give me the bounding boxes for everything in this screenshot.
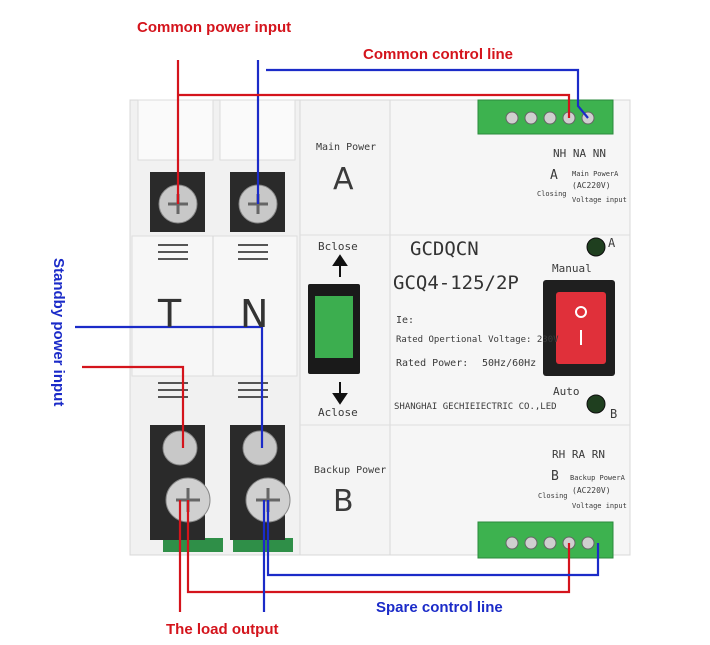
pole-label-n: N	[240, 292, 269, 336]
brand-name: GCDQCN	[410, 238, 479, 260]
backup-power-a-spec: Backup PowerA	[570, 474, 625, 482]
closing-a-letter: A	[550, 168, 558, 183]
closing-a-text: Closing	[537, 190, 567, 198]
main-power-label: Main Power	[316, 142, 377, 153]
wire-control-top-blue	[266, 68, 589, 119]
pole-label-t: T	[158, 292, 182, 336]
wire-standby-blue	[75, 325, 264, 448]
led-b-label: B	[610, 407, 618, 421]
direction-arrows	[332, 254, 348, 405]
main-power-voltage: (AC220V)	[572, 181, 611, 190]
label-load-output: The load output	[166, 621, 279, 638]
wire-spare-blue	[266, 500, 600, 577]
led-a	[586, 237, 606, 257]
rated-power-label: Rated Power:	[396, 358, 469, 369]
ie-label: Ie:	[396, 315, 415, 326]
main-power-a-spec: Main PowerA	[572, 170, 619, 178]
backup-power-label: Backup Power	[314, 465, 387, 476]
backup-power-letter: B	[333, 484, 354, 519]
wires	[75, 60, 600, 612]
led-b	[586, 394, 606, 414]
closing-b-text: Closing	[538, 492, 568, 500]
rated-voltage: Rated Opertional Voltage: 230V	[396, 335, 559, 345]
main-voltage-input: Voltage input	[572, 196, 627, 204]
backup-voltage-input: Voltage input	[572, 502, 627, 510]
label-spare-control-line: Spare control line	[376, 599, 503, 616]
screw-mid-left	[162, 430, 198, 466]
screw-mid-right	[242, 430, 278, 466]
led-a-label: A	[608, 236, 616, 250]
wire-control-top-red	[178, 93, 571, 118]
transfer-lever	[308, 284, 360, 374]
wire-spare-red	[186, 500, 571, 594]
aclose-label: Aclose	[318, 406, 358, 419]
auto-label: Auto	[553, 385, 580, 398]
label-common-control-line: Common control line	[363, 46, 513, 63]
maker-name: SHANGHAI GECHIEIECTRIC CO.,LED	[394, 402, 557, 412]
control-terminal-top	[477, 99, 614, 135]
label-common-power-input: Common power input	[137, 19, 292, 36]
bclose-label: Bclose	[318, 240, 358, 253]
control-terminal-bottom	[477, 521, 614, 559]
rated-power-value: 50Hz/60Hz	[482, 358, 537, 369]
manual-auto-switch	[543, 280, 615, 376]
backup-power-voltage: (AC220V)	[572, 486, 611, 495]
manual-label: Manual	[552, 262, 592, 275]
label-standby-power-input: Standby power input	[50, 258, 67, 407]
model-number: GCQ4-125/2P	[393, 272, 519, 294]
top-terminal-labels: NH NA NN	[553, 147, 606, 160]
bottom-terminal-labels: RH RA RN	[552, 448, 605, 461]
closing-b-letter: B	[551, 469, 559, 484]
wire-standby-red	[82, 365, 185, 448]
main-power-letter: A	[333, 162, 354, 197]
